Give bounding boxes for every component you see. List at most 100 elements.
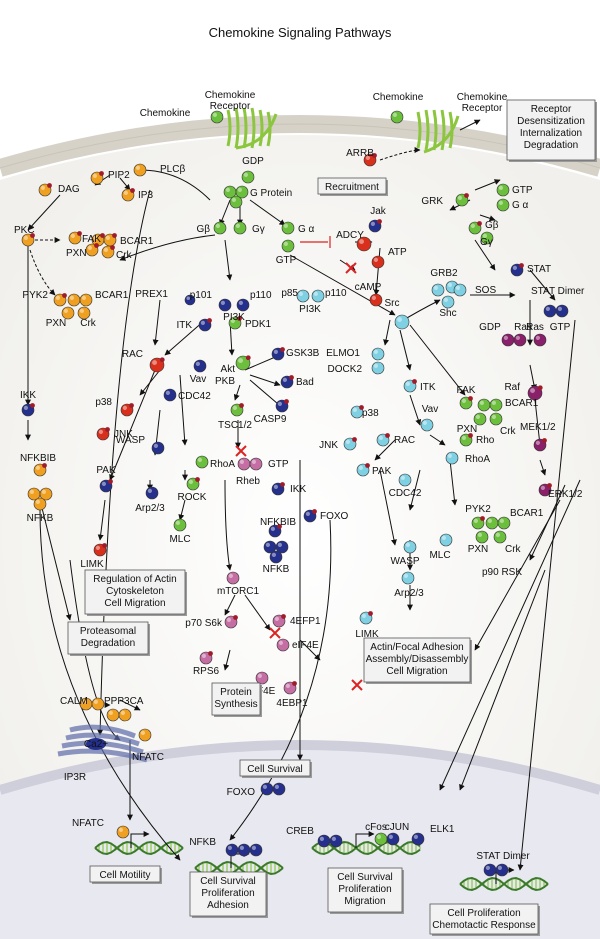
gtp1-node bbox=[281, 239, 295, 253]
gg-node bbox=[233, 221, 247, 235]
calm-b bbox=[91, 697, 105, 711]
nfkb1-c bbox=[33, 497, 47, 511]
phospho-mark bbox=[281, 614, 286, 619]
jak-node bbox=[368, 219, 382, 233]
shc-a bbox=[431, 283, 445, 297]
label-plcb: PLCβ bbox=[160, 164, 185, 175]
p70-node bbox=[224, 615, 238, 629]
arrb-node bbox=[363, 153, 377, 167]
label-ip3r: IP3R bbox=[64, 772, 86, 783]
nfkbib2-node bbox=[268, 524, 282, 538]
label-arp2: Arp2/3 bbox=[394, 588, 424, 599]
label-nfkb3: NFKB bbox=[189, 837, 216, 848]
arp1-node bbox=[145, 486, 159, 500]
phospho-mark bbox=[468, 433, 473, 438]
gb-node bbox=[213, 221, 227, 235]
label-mlc1: MLC bbox=[169, 534, 190, 545]
mlc2-node bbox=[439, 533, 453, 547]
label-bcar1d: BCAR1 bbox=[510, 508, 544, 519]
label-ca2: Ca2+ bbox=[84, 739, 108, 750]
bcar1b-a bbox=[67, 293, 81, 307]
nfkb3-c bbox=[249, 843, 263, 857]
label-limk2: LIMK bbox=[355, 629, 379, 640]
bad-node bbox=[280, 375, 294, 389]
wasp1-node bbox=[151, 441, 165, 455]
fak2-node bbox=[459, 396, 473, 410]
stat1-node bbox=[510, 263, 524, 277]
label-p90: p90 RSK bbox=[482, 567, 522, 578]
label-pdk1: PDK1 bbox=[245, 319, 272, 330]
chemokine-ligand-left bbox=[210, 110, 224, 124]
bcar1a-b bbox=[103, 233, 117, 247]
label-nfatc2: NFATC bbox=[72, 818, 104, 829]
phospho-mark bbox=[359, 405, 364, 410]
label-vav1: Vav bbox=[190, 374, 207, 385]
label-crk3: Crk bbox=[500, 426, 517, 437]
phospho-mark bbox=[477, 221, 482, 226]
gsk3b-node bbox=[271, 347, 285, 361]
bcar1d-b bbox=[497, 516, 511, 530]
phospho-mark bbox=[385, 433, 390, 438]
label-p70: p70 S6k bbox=[185, 618, 223, 629]
pxn2-node bbox=[61, 306, 75, 320]
label-prex1: PREX1 bbox=[135, 289, 168, 300]
label-pi3k: PI3K bbox=[223, 312, 245, 323]
label-mek: MEK1/2 bbox=[520, 422, 556, 433]
chemokine-ligand-right bbox=[390, 110, 404, 124]
mlc1-node bbox=[173, 518, 187, 532]
phospho-mark bbox=[129, 403, 134, 408]
phospho-mark bbox=[159, 357, 165, 363]
label-tsc: TSC1/2 bbox=[218, 420, 252, 431]
label-ras: Ras bbox=[514, 322, 532, 333]
camp-node bbox=[369, 293, 383, 307]
label-grb2: GRB2 bbox=[430, 268, 458, 279]
itk2-node bbox=[403, 379, 417, 393]
phospho-mark bbox=[372, 153, 377, 158]
pak1-node bbox=[99, 479, 113, 493]
fak1-node bbox=[68, 231, 82, 245]
inhibition-marks bbox=[235, 262, 363, 691]
rheb-b bbox=[249, 457, 263, 471]
vav1-node bbox=[193, 359, 207, 373]
nfkb2-a bbox=[263, 540, 277, 554]
label-rho2: Rho bbox=[476, 435, 495, 446]
phospho-mark bbox=[30, 233, 35, 238]
label-erk: ERK1/2 bbox=[548, 489, 583, 500]
label-gdp1: GDP bbox=[242, 156, 264, 167]
tsc-node bbox=[230, 403, 244, 417]
label-chemokine-r: Chemokine bbox=[373, 92, 424, 103]
phospho-mark bbox=[207, 318, 212, 323]
vav2-node bbox=[420, 418, 434, 432]
label-rock: ROCK bbox=[178, 492, 207, 503]
label-ppp3ca: PPP3CA bbox=[104, 696, 144, 707]
label-statdimer2: STAT Dimer bbox=[476, 851, 530, 862]
pyk2a-node bbox=[53, 293, 67, 307]
ras1-node bbox=[513, 333, 527, 347]
label-arp1: Arp2/3 bbox=[135, 503, 165, 514]
label-chemokine-l: Chemokine bbox=[140, 108, 191, 119]
dna-strand-1 bbox=[94, 831, 184, 855]
label-foxo2: FOXO bbox=[227, 787, 256, 798]
label-vav2: Vav bbox=[422, 404, 439, 415]
phospho-mark bbox=[130, 188, 135, 193]
label-atp: ATP bbox=[388, 247, 407, 258]
phospho-mark bbox=[108, 479, 113, 484]
rho2-node bbox=[459, 433, 473, 447]
rock-node bbox=[186, 477, 200, 491]
label-bcar1a: BCAR1 bbox=[120, 236, 154, 247]
mek-node bbox=[533, 438, 547, 452]
label-eif4e2: eIF4E bbox=[249, 686, 276, 697]
label-gtp-r: GTP bbox=[512, 185, 533, 196]
label-pxn2: PXN bbox=[46, 318, 67, 329]
label-stat: STAT bbox=[527, 264, 551, 275]
prex1-node bbox=[184, 294, 196, 306]
dag-node bbox=[38, 183, 52, 197]
label-calm: CALM bbox=[60, 696, 88, 707]
eif4e1-node bbox=[276, 638, 290, 652]
